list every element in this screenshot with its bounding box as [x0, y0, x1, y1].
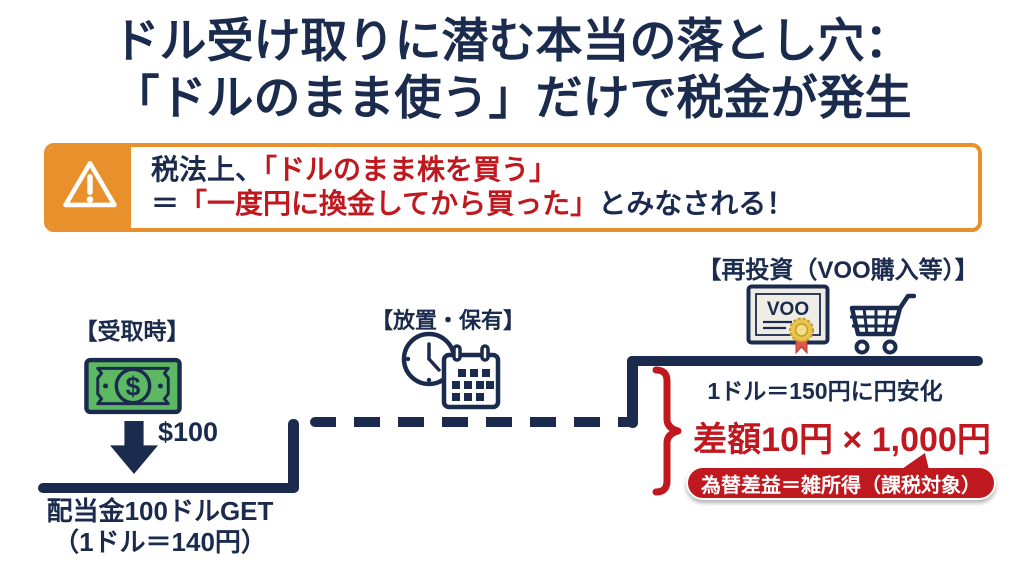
stage-label-reinvest: 【再投資（VOO購入等）】 [697, 257, 979, 284]
warning-text: 税法上、「ドルのまま株を買う」 ＝「一度円に換金してから買った」とみなされる！ [131, 147, 794, 228]
tax-status-badge: 為替差益＝雑所得（課税対象） [686, 453, 996, 500]
dollar-bill-icon: $ [84, 357, 182, 420]
down-arrow-icon [110, 421, 158, 474]
voo-certificate-icon: VOO [746, 284, 834, 361]
warning-line1: 税法上、「ドルのまま株を買う」 [151, 153, 794, 187]
step-line-rise1 [288, 419, 299, 491]
bill-dollar-symbol: $ [126, 371, 141, 401]
warning-line2: ＝「一度円に換金してから買った」とみなされる！ [151, 187, 794, 221]
warning-line2-suffix: とみなされる！ [598, 188, 795, 220]
rate-change-note: 1ドル＝150円に円安化 [707, 378, 943, 404]
stage-label-hold: 【放置・保有】 [370, 308, 525, 333]
certificate-title: VOO [767, 299, 809, 320]
red-brace [648, 366, 688, 501]
exchange-difference-formula: 差額10円 × 1,000円 [693, 421, 991, 459]
receive-caption-line2: （1ドル＝140円） [53, 526, 267, 557]
receive-amount: $100 [158, 417, 219, 447]
step-line-dashed [310, 417, 636, 427]
page-title-line2: 「ドルのまま使う」だけで税金が発生 [112, 71, 912, 125]
stage-label-receive: 【受取時】 [74, 318, 190, 344]
page-title-line1: ドル受け取りに潜む本当の落とし穴： [112, 14, 912, 67]
tax-status-badge-label: 為替差益＝雑所得（課税対象） [701, 474, 981, 497]
receive-caption-line1: 配当金100ドルGET [46, 496, 274, 526]
step-line-rise2 [627, 356, 638, 428]
warning-icon-panel [48, 147, 131, 228]
step-line-bottom [38, 483, 299, 493]
warning-triangle-icon [61, 158, 119, 217]
warning-line2-highlight: 「一度円に換金してから買った」 [179, 188, 599, 220]
page-title: ドル受け取りに潜む本当の落とし穴： 「ドルのまま使う」だけで税金が発生 [0, 12, 1024, 127]
step-line-top [627, 356, 983, 366]
warning-line2-prefix: ＝ [151, 188, 180, 220]
shopping-cart-icon [838, 292, 917, 361]
warning-line1-highlight: 「ドルのまま株を買う」 [263, 154, 558, 185]
clock-calendar-icon [398, 331, 502, 416]
warning-line1-prefix: 税法上、 [151, 154, 264, 185]
warning-callout: 税法上、「ドルのまま株を買う」 ＝「一度円に換金してから買った」とみなされる！ [44, 143, 982, 232]
receive-caption: 配当金100ドルGET （1ドル＝140円） [10, 496, 310, 557]
